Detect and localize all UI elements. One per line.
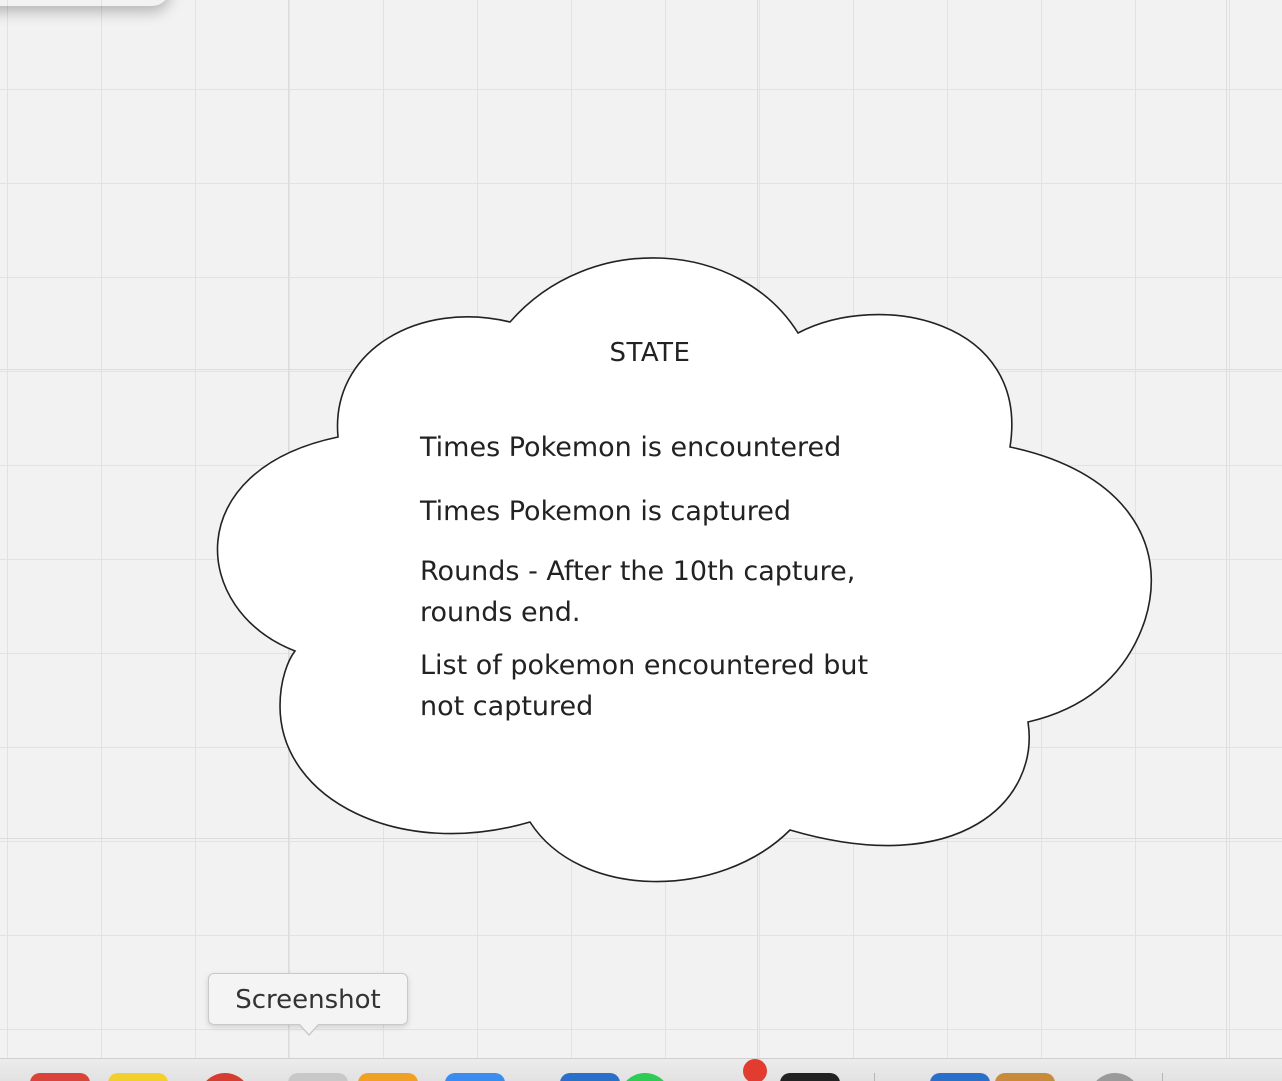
cloud-title: STATE [609,338,691,368]
app-notes-icon[interactable] [108,1073,168,1081]
grid-line [1226,0,1227,1060]
dock-icons [30,1059,1141,1081]
cloud-line-rounds-end: rounds end. [420,597,581,628]
cloud-line-rounds: Rounds - After the 10th capture, [420,556,856,587]
app-spotify-icon[interactable] [619,1073,671,1081]
cloud-line-not-captured: not captured [420,691,594,722]
app-screenshot-icon[interactable] [288,1073,348,1081]
dock-tooltip: Screenshot [208,973,408,1025]
app-chrome-icon[interactable] [199,1073,251,1081]
dock-separator [1162,1073,1163,1081]
cloud-line-captured: Times Pokemon is captured [420,496,791,527]
app-sketch-icon[interactable] [358,1073,418,1081]
tooltip-arrow-inner [299,1023,319,1034]
cloud-line-encountered: Times Pokemon is encountered [420,432,842,463]
app-blue-shape-icon[interactable] [560,1073,620,1081]
dock-separator [874,1073,875,1081]
app-red-icon[interactable] [30,1073,90,1081]
app-badge-icon[interactable] [743,1059,767,1081]
cloud-line-list: List of pokemon encountered but [420,650,869,681]
dock [0,1058,1282,1081]
app-magnifier-icon[interactable] [1089,1073,1141,1081]
cloud-outline [216,257,1153,883]
app-terminal-icon[interactable] [780,1073,840,1081]
app-zoom-icon[interactable] [445,1073,505,1081]
app-stack-icon[interactable] [995,1073,1055,1081]
app-finder-folder-icon[interactable] [930,1073,990,1081]
